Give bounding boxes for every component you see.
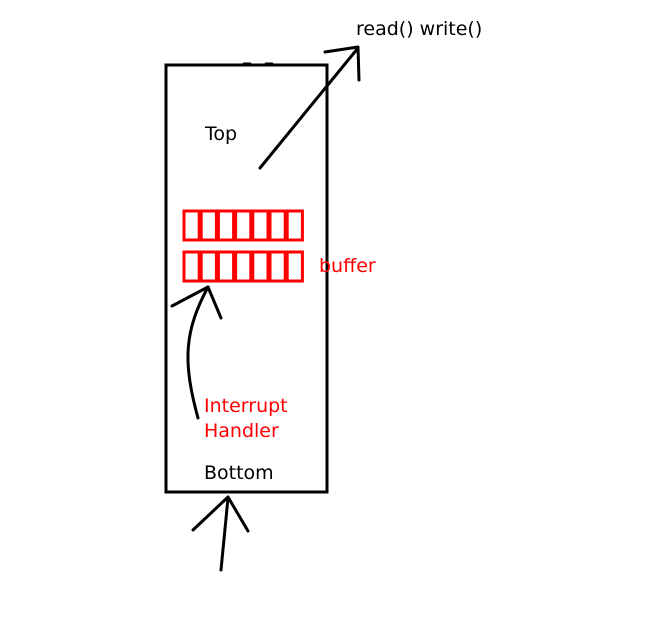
buffer-cell xyxy=(216,250,236,283)
buffer-cell xyxy=(199,250,218,283)
io-calls-label: read() write() xyxy=(356,18,483,40)
buffer-cell xyxy=(285,250,304,283)
buffer-cell xyxy=(251,209,270,242)
buffer-cell xyxy=(199,209,218,242)
bottom-label: Bottom xyxy=(204,462,274,484)
buffer-label: buffer xyxy=(319,255,376,277)
buffer-cell xyxy=(251,250,270,283)
buffer-cell xyxy=(268,209,287,242)
interrupt-arrow xyxy=(170,285,223,420)
top-half-arrow xyxy=(258,45,361,170)
interrupt-handler-label-line2: Handler xyxy=(204,420,279,442)
buffer-cell xyxy=(268,250,287,283)
buffer-cell xyxy=(216,209,236,242)
top-label: Top xyxy=(205,123,238,145)
bottom-input-arrow xyxy=(191,495,250,572)
buffer-cell xyxy=(182,209,201,242)
interrupt-handler-label-line1: Interrupt xyxy=(204,395,288,417)
buffer-cell xyxy=(234,209,253,242)
buffer-cell xyxy=(182,250,201,283)
buffer-cell xyxy=(234,250,253,283)
buffer-cells xyxy=(182,209,304,283)
buffer-cell xyxy=(285,209,304,242)
